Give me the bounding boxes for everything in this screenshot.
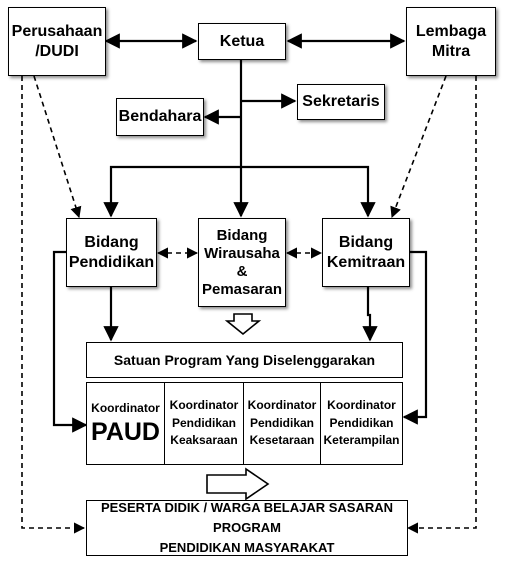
- node-ketua: Ketua: [198, 23, 286, 60]
- bidang-wirausaha-line-1: Bidang: [216, 226, 268, 244]
- koordinator-keterampilan-line-1: Koordinator: [327, 398, 396, 413]
- lembaga-line-1: Lembaga: [415, 23, 487, 41]
- bidang-wirausaha-line-3: Pemasaran: [201, 280, 283, 298]
- koordinator-keterampilan-line-2: Pendidikan: [329, 415, 394, 430]
- node-bidang-kemitraan: Bidang Kemitraan: [322, 218, 410, 287]
- peserta-didik-line-1: PESERTA DIDIK / WARGA BELAJAR SASARAN PR…: [100, 499, 394, 535]
- arrow-pendidikan-to-paud: [52, 250, 88, 433]
- arrow-to-bidang-pendidikan: [103, 165, 241, 218]
- node-sekretaris: Sekretaris: [297, 84, 385, 120]
- satuan-program-label: Satuan Program Yang Diselenggarakan: [113, 351, 376, 368]
- hollow-arrow-koordinator-to-peserta: [206, 467, 270, 501]
- bidang-kemitraan-line-2: Kemitraan: [326, 253, 406, 271]
- node-koordinator-keterampilan: Koordinator Pendidikan Keterampilan: [320, 382, 403, 465]
- koordinator-kesetaraan-line-3: Kesetaraan: [249, 433, 315, 448]
- koordinator-keaksaraan-line-1: Koordinator: [169, 398, 239, 413]
- node-bendahara: Bendahara: [116, 98, 204, 136]
- sekretaris-label: Sekretaris: [302, 93, 380, 111]
- dashed-perusahaan-to-pendidikan: [33, 75, 82, 219]
- solid-connectors: [52, 33, 428, 433]
- node-bidang-wirausaha: Bidang Wirausaha & Pemasaran: [198, 218, 286, 307]
- dashed-connectors: [21, 75, 477, 534]
- peserta-didik-line-2: PENDIDIKAN MASYARAKAT: [159, 540, 335, 556]
- dashed-lembaga-to-peserta: [406, 76, 477, 534]
- bidang-kemitraan-line-1: Bidang: [338, 234, 394, 252]
- koordinator-keterampilan-line-3: Keterampilan: [323, 433, 400, 448]
- arrow-to-bidang-kemitraan: [241, 165, 376, 218]
- node-peserta-didik: PESERTA DIDIK / WARGA BELAJAR SASARAN PR…: [86, 500, 408, 556]
- node-perusahaan-dudi: Perusahaan /DUDI: [8, 7, 106, 76]
- koordinator-paud-line-2: PAUD: [91, 417, 160, 446]
- koordinator-kesetaraan-line-1: Koordinator: [247, 398, 317, 413]
- koordinator-keaksaraan-line-3: Keaksaraan: [170, 433, 238, 448]
- bendahara-label: Bendahara: [118, 108, 202, 126]
- arrow-kemitraan-to-satuan: [362, 287, 378, 342]
- lembaga-line-2: Mitra: [431, 42, 471, 60]
- koordinator-paud-line-1: Koordinator: [91, 401, 160, 416]
- koordinator-keaksaraan-line-2: Pendidikan: [171, 415, 236, 430]
- node-bidang-pendidikan: Bidang Pendidikan: [66, 218, 157, 287]
- bidang-pendidikan-line-1: Bidang: [84, 234, 139, 252]
- koordinator-kesetaraan-line-2: Pendidikan: [249, 415, 314, 430]
- bidang-wirausaha-line-2: Wirausaha &: [204, 244, 280, 280]
- perusahaan-line-1: Perusahaan: [11, 23, 103, 41]
- node-satuan-program: Satuan Program Yang Diselenggarakan: [86, 342, 403, 378]
- perusahaan-line-2: /DUDI: [35, 42, 79, 60]
- ketua-label: Ketua: [219, 32, 265, 50]
- bidang-pendidikan-line-2: Pendidikan: [68, 253, 155, 271]
- node-lembaga-mitra: Lembaga Mitra: [406, 7, 496, 76]
- arrow-kemitraan-to-keterampilan: [402, 250, 428, 425]
- dashed-lembaga-to-kemitraan: [390, 75, 447, 219]
- node-koordinator-kesetaraan: Koordinator Pendidikan Kesetaraan: [243, 382, 321, 465]
- node-koordinator-keaksaraan: Koordinator Pendidikan Keaksaraan: [164, 382, 244, 465]
- hollow-arrow-wirausaha-to-satuan: [224, 313, 262, 336]
- node-koordinator-paud: Koordinator PAUD: [86, 382, 165, 465]
- dashed-perusahaan-to-peserta: [21, 76, 86, 534]
